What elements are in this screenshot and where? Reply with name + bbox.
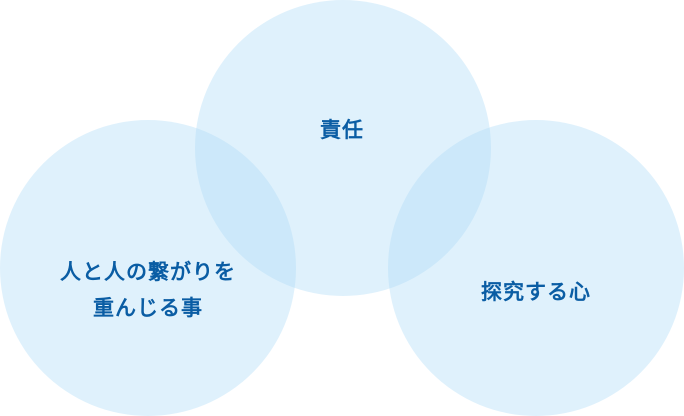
circle-responsibility xyxy=(195,0,491,296)
label-line: 探究する心 xyxy=(481,280,591,304)
label-line: 人と人の繋がりを xyxy=(60,260,236,284)
label-responsibility: 責任 xyxy=(242,112,442,148)
circle-human-connection xyxy=(0,120,296,416)
circle-inquiring-mind xyxy=(388,120,684,416)
label-line: 重んじる事 xyxy=(93,296,203,320)
label-line: 責任 xyxy=(320,118,364,142)
label-human-connection: 人と人の繋がりを 重んじる事 xyxy=(30,254,266,326)
label-inquiring-mind: 探究する心 xyxy=(436,274,636,310)
